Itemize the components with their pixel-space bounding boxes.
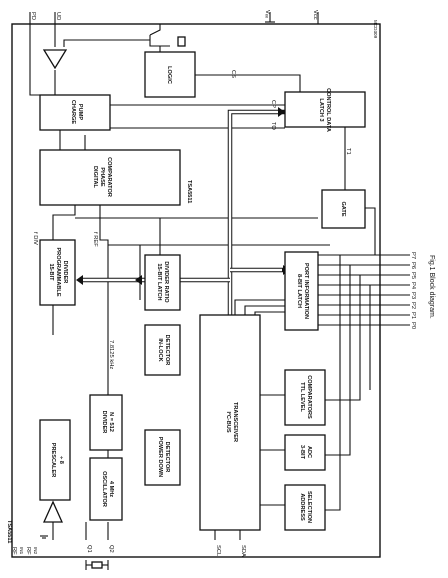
port-label-p0: P0: [410, 322, 416, 329]
svg-text:15-BIT LATCH: 15-BIT LATCH: [156, 263, 162, 300]
latch-control-block: LATCH 3 CONTROL DATA: [284, 88, 366, 132]
svg-text:DETECTOR: DETECTOR: [164, 335, 170, 366]
port-label-p1: P1: [410, 312, 416, 319]
port-label-p5: P5: [410, 272, 416, 279]
svg-text:ADC: ADC: [306, 446, 312, 458]
ttl-comparators-block: TTL LEVEL COMPARATORS: [284, 369, 326, 426]
svg-text:ADDRESS: ADDRESS: [299, 493, 305, 521]
pin-q1: Q1: [86, 545, 92, 553]
prescaler-block: PRESCALER ÷ 8: [39, 419, 71, 501]
inlock-detector-block: IN-LOCK DETECTOR: [144, 324, 181, 376]
svg-text:SELECTION: SELECTION: [306, 491, 312, 523]
port-label-p4: P4: [410, 282, 416, 290]
crystal-symbol: [85, 560, 109, 570]
svg-text:LOGIC: LOGIC: [166, 66, 172, 84]
pin-rf-in2: RF: [25, 547, 31, 555]
pin-in2: IN2: [33, 547, 38, 555]
svg-text:GATE: GATE: [340, 201, 346, 216]
svg-text:COMPARATORS: COMPARATORS: [306, 375, 312, 419]
svg-text:POWER DOWN: POWER DOWN: [157, 437, 163, 477]
signal-cp: CP: [270, 100, 276, 108]
signal-fref: f REF: [92, 232, 98, 247]
svg-text:3-BIT: 3-BIT: [299, 445, 305, 460]
svg-text:DIVIDER: DIVIDER: [101, 411, 107, 434]
svg-text:DIGITAL: DIGITAL: [92, 166, 98, 189]
op-amp-symbol: [42, 49, 68, 70]
svg-text:÷ 8: ÷ 8: [58, 456, 64, 464]
divider-latch-block: 15-BIT LATCH DIVIDER RATIO: [144, 254, 181, 311]
rf-input-amplifier: [42, 500, 64, 523]
gate-block: GATE: [321, 189, 366, 229]
pin-pd: PD: [30, 12, 36, 20]
figure-caption: Fig.1 Block diagram.: [428, 255, 435, 319]
pin-vcc: Vᴄᴄ: [312, 10, 318, 20]
svg-text:15-BIT: 15-BIT: [48, 263, 54, 281]
pin-ud: UD: [55, 12, 61, 20]
svg-text:CHARGE: CHARGE: [70, 100, 76, 125]
signal-cs: CS: [230, 70, 236, 78]
svg-text:N = 512: N = 512: [108, 412, 114, 432]
svg-text:DIVIDER RATIO: DIVIDER RATIO: [163, 261, 169, 303]
programmable-divider-block: 15-BIT PROGRAMMABLE DIVIDER: [39, 239, 76, 306]
reference-code: MCD309: [373, 20, 378, 39]
svg-text:PROGRAMMABLE: PROGRAMMABLE: [55, 247, 61, 296]
svg-text:DETECTOR: DETECTOR: [164, 442, 170, 473]
signal-frequency: 7.8125 kHz: [108, 340, 114, 369]
pin-rf-in1: RF: [11, 547, 17, 555]
svg-text:DIVIDER: DIVIDER: [62, 261, 68, 284]
svg-text:8-BIT LATCH: 8-BIT LATCH: [296, 274, 302, 308]
port-label-p2: P2: [410, 302, 416, 309]
diagram-title: TSA5511: [186, 180, 192, 203]
i2c-transceiver-block: I²C-BUS TRANSCEIVER: [199, 314, 261, 531]
svg-text:TTL LEVEL: TTL LEVEL: [299, 382, 305, 412]
svg-text:COMPARATOR: COMPARATOR: [106, 157, 112, 197]
port-latch-block: 8-BIT LATCH PORT INFORMATION: [284, 251, 319, 331]
port-labels: P0 P1 P2 P3 P4 P5 P6 P7: [410, 252, 416, 329]
port-label-p7: P7: [410, 252, 416, 259]
pin-scl: SCL: [215, 545, 221, 557]
address-selection-block: ADDRESS SELECTION: [284, 484, 326, 531]
signal-t1: T1: [345, 148, 351, 155]
svg-text:PORT INFORMATION: PORT INFORMATION: [303, 263, 309, 319]
adc-block: 3-BIT ADC: [284, 434, 326, 471]
signal-fdiv: f DIV: [32, 232, 38, 245]
phase-comparator-block: DIGITAL PHASE COMPARATOR: [39, 149, 181, 206]
power-down-block: POWER DOWN DETECTOR: [144, 429, 181, 486]
svg-text:PUMP: PUMP: [77, 104, 83, 120]
oscillator-block: OSCILLATOR 4 MHz: [89, 457, 123, 521]
svg-text:IN-LOCK: IN-LOCK: [157, 338, 163, 361]
svg-text:TRANSCEIVER: TRANSCEIVER: [232, 402, 238, 442]
svg-text:I²C-BUS: I²C-BUS: [225, 411, 232, 432]
pin-in1: IN1: [19, 547, 24, 555]
divider-512-block: DIVIDER N = 512: [89, 394, 123, 451]
logic-block: LOGIC: [144, 51, 196, 98]
port-label-p3: P3: [410, 292, 416, 299]
pin-q2: Q2: [108, 545, 114, 553]
chip-outline: [11, 23, 381, 558]
pin-sda: SDA: [240, 545, 246, 557]
port-label-p6: P6: [410, 262, 416, 269]
pin-vee: Vₑₑ: [264, 10, 270, 18]
charge-pump-block: CHARGE PUMP: [39, 94, 111, 131]
chip-label: TSA5511: [6, 520, 12, 543]
svg-text:4 MHz: 4 MHz: [108, 481, 114, 497]
svg-text:PHASE: PHASE: [99, 167, 105, 187]
signal-to: TO: [270, 122, 276, 130]
svg-text:LATCH 3: LATCH 3: [318, 98, 324, 121]
svg-text:CONTROL DATA: CONTROL DATA: [325, 88, 331, 132]
svg-text:PRESCALER: PRESCALER: [50, 443, 56, 478]
svg-text:OSCILLATOR: OSCILLATOR: [101, 471, 107, 507]
